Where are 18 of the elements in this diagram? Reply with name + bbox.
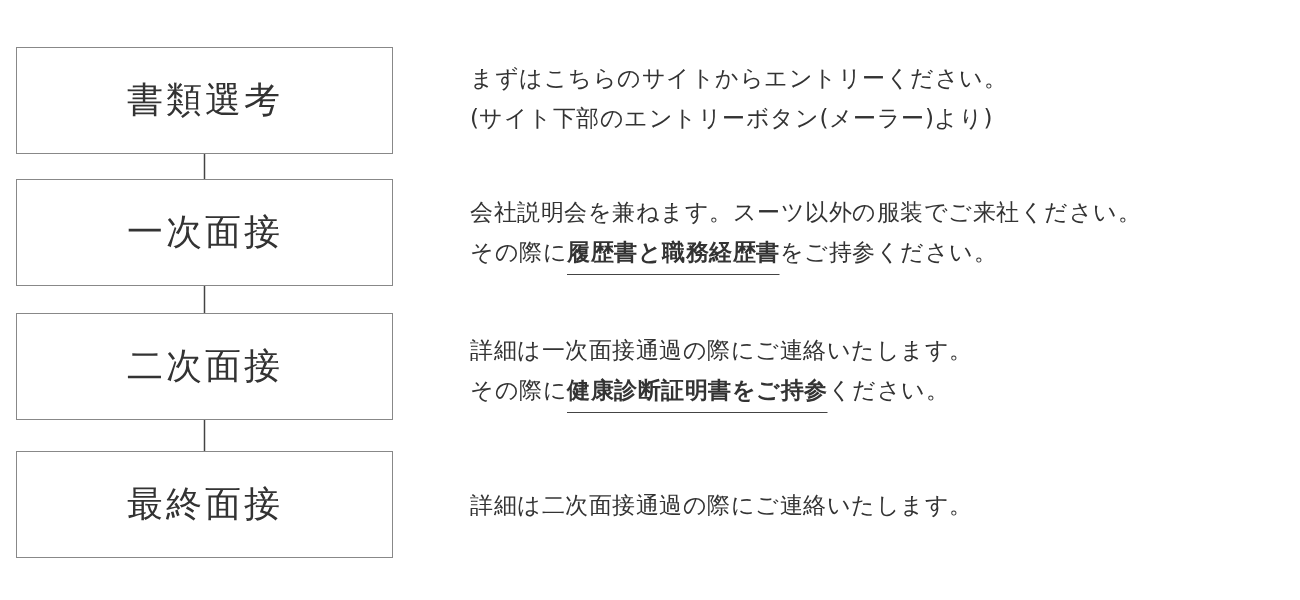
step-note: その際に健康診断証明書をご持参ください。 [470, 376, 949, 405]
step-box [16, 179, 393, 286]
step-box [16, 451, 393, 558]
step-label: 書類選考 [126, 78, 283, 122]
step-note: (サイト下部のエントリーボタン(メーラー)より) [470, 104, 993, 133]
step-note: 詳細は二次面接通過の際にご連絡いたします。 [470, 490, 973, 520]
step-box [16, 47, 393, 154]
step-note: 会社説明会を兼ねます。スーツ以外の服装でご来社ください。 [470, 198, 1141, 227]
step-note: 詳細は一次面接通過の際にご連絡いたします。 [470, 336, 973, 365]
step-note: まずはこちらのサイトからエントリーください。 [470, 64, 1007, 93]
connector-line [203, 153, 206, 180]
step-label: 二次面接 [126, 344, 283, 388]
step-label: 一次面接 [126, 210, 283, 254]
step-label: 最終面接 [126, 482, 283, 526]
step-note: その際に履歴書と職務経歴書をご持参ください。 [470, 238, 997, 267]
step-box [16, 313, 393, 420]
connector-line [203, 285, 206, 314]
connector-line [203, 419, 206, 452]
